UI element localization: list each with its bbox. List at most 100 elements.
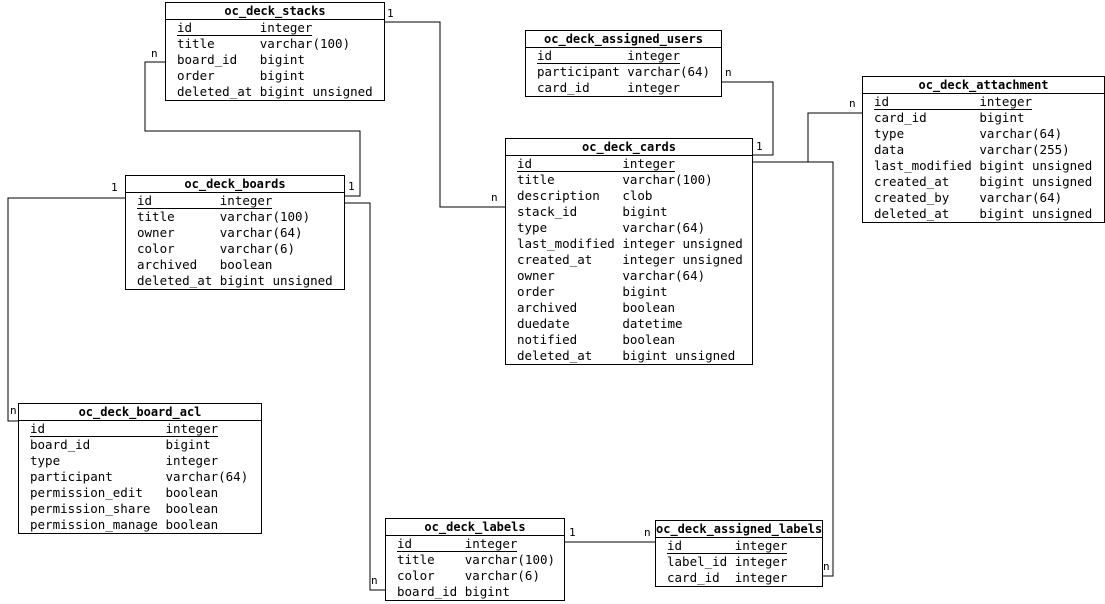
relationship-line-boards-acl [7,197,125,422]
column-name: card_id [537,80,590,95]
column-type: varchar(64) [627,64,711,79]
column-type: integer [734,554,788,569]
column-name: notified [517,332,578,347]
cardinality-label-to-stacks-cards: n [491,191,498,204]
column-name: permission_edit [30,485,143,500]
cardinality-label-to-cards-assigned_users: n [725,66,732,79]
cardinality-label-from-stacks-cards: 1 [387,7,394,20]
column-type: integer [464,536,518,551]
column-name: title [397,552,435,567]
column-type: integer [627,48,680,63]
column-type: bigint unsigned [979,158,1093,173]
column-name: type [30,453,61,468]
column-type: varchar(64) [219,225,303,240]
column-type: integer [259,20,313,35]
column-type: integer [622,156,676,171]
column-type: bigint unsigned [979,206,1093,221]
column-name: card_id [874,110,927,125]
column-type: varchar(100) [219,209,311,224]
column-type: bigint unsigned [219,273,333,288]
column-type: integer [627,80,680,95]
relationship-line-boards-stacks [144,61,361,197]
column-row-permission_edit: permission_edit boolean [19,485,261,501]
entity-title: oc_deck_board_acl [19,404,261,421]
cardinality-label-from-cards-assigned_users: 1 [756,140,763,153]
entity-title: oc_deck_boards [126,176,344,193]
column-row-type: type varchar(64) [863,126,1104,142]
entity-title: oc_deck_cards [506,139,752,156]
column-row-last_modified: last_modified integer unsigned [506,236,752,252]
column-entry: archived boolean [137,257,272,272]
column-type: bigint unsigned [622,348,736,363]
column-type: boolean [165,485,219,500]
column-row-archived: archived boolean [126,257,344,273]
column-name: id [517,156,533,171]
column-entry: order bigint [177,68,305,83]
column-type: bigint unsigned [979,174,1093,189]
column-entry: board_id bigint [177,52,305,67]
column-name: board_id [30,437,91,452]
column-name: order [177,68,215,83]
column-name: type [517,220,548,235]
column-type: clob [622,188,653,203]
column-name: board_id [177,52,238,67]
column-name: archived [137,257,198,272]
column-type: integer [979,94,1033,109]
cardinality-label-to-labels-assigned_labels: n [644,526,651,539]
primary-key-entry: id integer [874,94,1033,110]
column-entry: deleted_at bigint unsigned [874,206,1092,221]
column-type: integer unsigned [622,236,743,251]
column-type: boolean [165,517,219,532]
column-name: last_modified [517,236,615,251]
column-type: boolean [219,257,273,272]
column-name: created_at [517,252,593,267]
column-name: id [874,94,890,109]
column-name: title [177,36,215,51]
column-type: varchar(255) [979,142,1070,157]
column-name: deleted_at [874,206,950,221]
cardinality-label-to-boards-stacks: n [151,47,158,60]
column-name: deleted_at [517,348,593,363]
column-name: color [137,241,175,256]
column-type: bigint [259,52,305,67]
column-entry: color varchar(6) [137,241,295,256]
column-type: varchar(6) [219,241,296,256]
relationship-line-cards-assigned_labels [753,161,834,577]
column-type: bigint [259,68,305,83]
column-name: order [517,284,555,299]
column-name: type [874,126,905,141]
column-type: integer [734,538,788,553]
column-type: varchar(64) [979,126,1063,141]
column-name: color [397,568,435,583]
column-name: stack_id [517,204,578,219]
